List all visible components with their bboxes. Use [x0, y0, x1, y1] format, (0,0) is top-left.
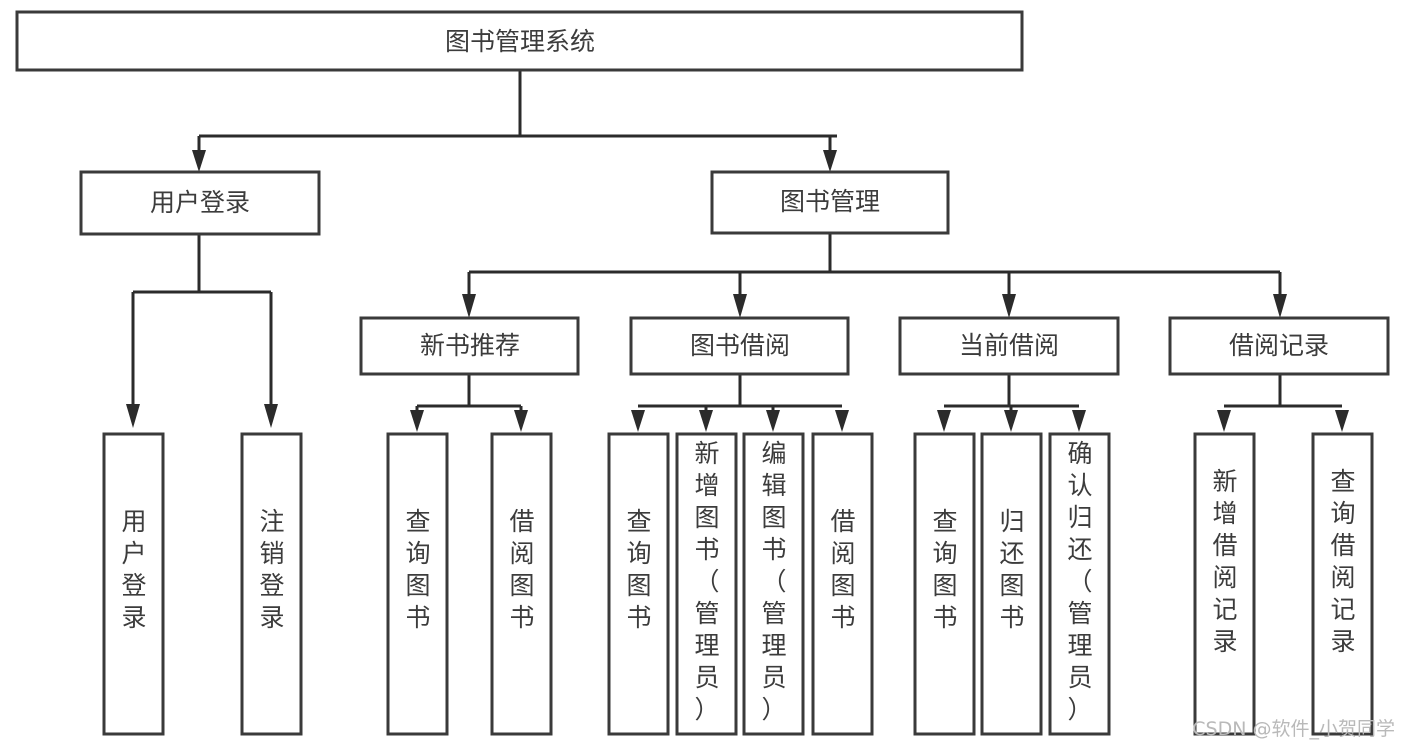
arrow-leaf-add-record [1217, 410, 1231, 432]
node-root[interactable]: 图书管理系统 [15, 10, 1024, 72]
arrow-leaf-confirm-return [1072, 410, 1086, 432]
leaf-confirm-return-label: 确认归还（管理员） [1067, 439, 1092, 724]
leaf-node-query-book-3[interactable]: 查询图书 [913, 432, 976, 736]
node-current-borrow[interactable]: 当前借阅 [898, 316, 1120, 376]
node-book-manage[interactable]: 图书管理 [710, 170, 950, 235]
leaf-borrow-book-1-label: 借阅图书 [509, 507, 534, 632]
leaf-user-login-box[interactable] [102, 432, 165, 736]
arrow-borrow-record [1273, 294, 1287, 318]
leaf-node-query-record[interactable]: 查询借阅记录 [1311, 432, 1374, 736]
arrow-leaf-query-book-1 [410, 410, 424, 432]
leaf-node-add-book[interactable]: 新增图书（管理员） [675, 432, 738, 736]
arrow-leaf-return-book [1004, 410, 1018, 432]
leaf-query-book-3-box[interactable] [913, 432, 976, 736]
leaf-edit-book-label: 编辑图书（管理员） [761, 439, 786, 724]
leaf-node-logout[interactable]: 注销登录 [240, 432, 303, 736]
leaf-add-book-label: 新增图书（管理员） [694, 439, 719, 724]
leaf-add-record-label: 新增借阅记录 [1212, 467, 1237, 656]
arrow-new-book-recommend [462, 294, 476, 318]
arrow-leaf-query-record [1335, 410, 1349, 432]
arrow-leaf-logout [264, 404, 278, 428]
node-book-borrow-box[interactable] [629, 316, 850, 376]
leaf-node-borrow-book-2[interactable]: 借阅图书 [811, 432, 874, 736]
node-root-box[interactable] [15, 10, 1024, 72]
leaf-node-confirm-return[interactable]: 确认归还（管理员） [1048, 432, 1111, 736]
node-new-book-recommend-label: 新书推荐 [420, 331, 520, 360]
arrow-leaf-borrow-book-1 [514, 410, 528, 432]
leaf-node-borrow-book-1[interactable]: 借阅图书 [490, 432, 553, 736]
node-book-borrow[interactable]: 图书借阅 [629, 316, 850, 376]
leaf-query-book-1-label: 查询图书 [405, 507, 430, 632]
leaf-query-book-2-label: 查询图书 [626, 507, 651, 632]
leaf-add-record-box[interactable] [1193, 432, 1256, 736]
leaf-node-query-book-1[interactable]: 查询图书 [386, 432, 449, 736]
leaf-logout-label: 注销登录 [259, 507, 284, 632]
node-user-login-box[interactable] [79, 170, 321, 236]
leaf-add-book-box[interactable] [675, 432, 738, 736]
node-borrow-record-box[interactable] [1168, 316, 1390, 376]
node-book-borrow-label: 图书借阅 [690, 331, 790, 360]
arrow-leaf-add-book [699, 410, 713, 432]
leaf-query-book-1-box[interactable] [386, 432, 449, 736]
leaf-confirm-return-box[interactable] [1048, 432, 1111, 736]
node-book-manage-box[interactable] [710, 170, 950, 235]
arrow-leaf-query-book-2 [631, 410, 645, 432]
connector-group [126, 70, 1349, 432]
leaf-query-book-3-label: 查询图书 [932, 507, 957, 632]
leaf-edit-book-box[interactable] [742, 432, 805, 736]
watermark: CSDN @软件_小贺同学 [1192, 718, 1395, 740]
node-current-borrow-label: 当前借阅 [959, 331, 1059, 360]
arrow-book-manage [823, 150, 837, 172]
arrow-current-borrow [1002, 294, 1016, 318]
leaf-borrow-book-2-label: 借阅图书 [830, 507, 855, 632]
node-user-login-label: 用户登录 [150, 188, 250, 217]
leaf-query-book-2-box[interactable] [607, 432, 670, 736]
leaf-borrow-book-1-box[interactable] [490, 432, 553, 736]
leaf-borrow-book-2-box[interactable] [811, 432, 874, 736]
leaf-node-return-book[interactable]: 归还图书 [980, 432, 1043, 736]
leaf-return-book-label: 归还图书 [999, 507, 1024, 632]
node-borrow-record[interactable]: 借阅记录 [1168, 316, 1390, 376]
node-book-manage-label: 图书管理 [780, 187, 880, 216]
leaf-user-login-label: 用户登录 [121, 507, 146, 632]
leaf-query-record-box[interactable] [1311, 432, 1374, 736]
leaf-node-add-record[interactable]: 新增借阅记录 [1193, 432, 1256, 736]
leaf-query-record-label: 查询借阅记录 [1330, 467, 1355, 656]
leaf-node-user-login[interactable]: 用户登录 [102, 432, 165, 736]
leaf-node-edit-book[interactable]: 编辑图书（管理员） [742, 432, 805, 736]
node-new-book-recommend[interactable]: 新书推荐 [359, 316, 580, 376]
node-current-borrow-box[interactable] [898, 316, 1120, 376]
arrow-leaf-query-book-3 [937, 410, 951, 432]
leaf-node-query-book-2[interactable]: 查询图书 [607, 432, 670, 736]
node-user-login[interactable]: 用户登录 [79, 170, 321, 236]
arrow-leaf-edit-book [766, 410, 780, 432]
arrow-leaf-borrow-book-2 [835, 410, 849, 432]
node-root-label: 图书管理系统 [445, 27, 595, 56]
arrow-book-borrow [733, 294, 747, 318]
node-new-book-recommend-box[interactable] [359, 316, 580, 376]
arrow-user-login [192, 150, 206, 172]
leaf-logout-box[interactable] [240, 432, 303, 736]
node-borrow-record-label: 借阅记录 [1229, 331, 1329, 360]
leaf-return-book-box[interactable] [980, 432, 1043, 736]
arrow-leaf-user-login [126, 404, 140, 428]
